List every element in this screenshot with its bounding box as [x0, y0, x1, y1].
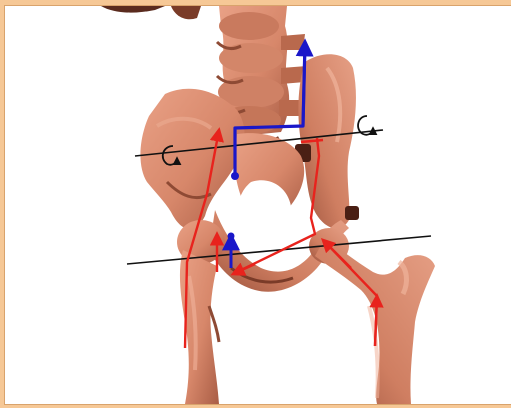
- left-ilium: [140, 89, 244, 229]
- lower-axis-line: [127, 236, 431, 264]
- anatomy-illustration: [5, 6, 511, 404]
- right-femur: [309, 228, 435, 404]
- right-margin-strip: [511, 0, 526, 408]
- illustration-panel: [4, 5, 512, 405]
